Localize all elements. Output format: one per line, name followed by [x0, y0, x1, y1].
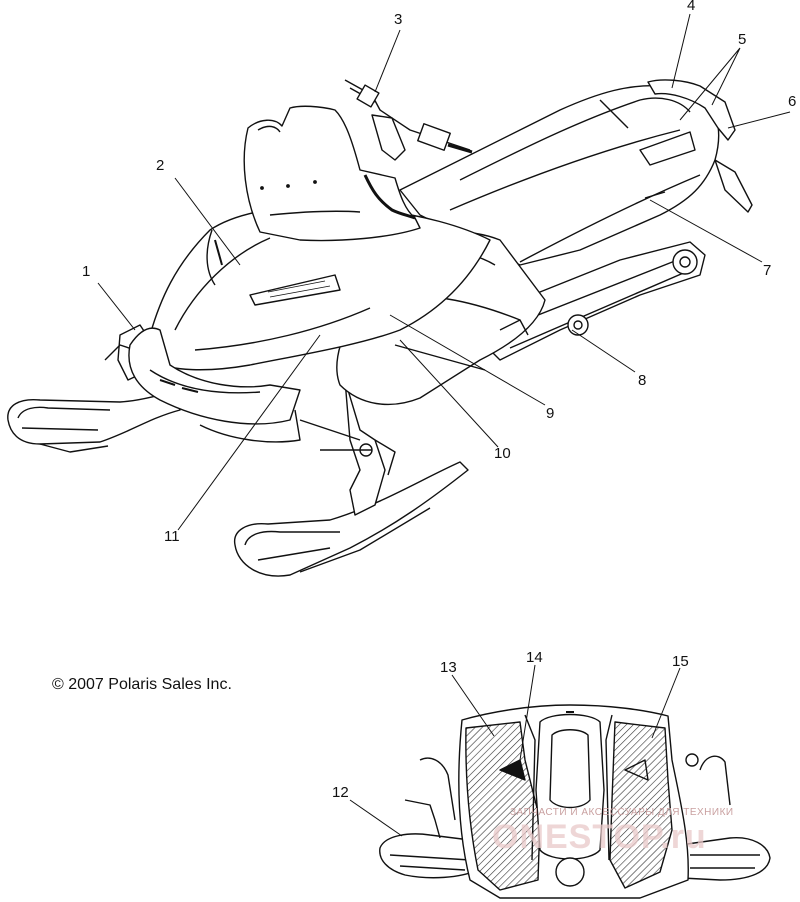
hood	[149, 205, 491, 371]
rear-bumper	[647, 79, 736, 141]
left-ski	[7, 393, 181, 453]
callout-leaders-bottom	[349, 664, 681, 837]
callout-9: 9	[546, 405, 554, 422]
callout-4: 4	[687, 0, 695, 14]
nose	[128, 327, 301, 443]
copyright-notice: © 2007 Polaris Sales Inc.	[52, 676, 232, 693]
callout-2: 2	[156, 157, 164, 174]
callout-11: 11	[164, 528, 180, 545]
callout-5: 5	[738, 31, 746, 48]
handlebars	[344, 79, 473, 161]
callout-13: 13	[440, 659, 457, 676]
watermark-logo: ONESTOP.ru	[492, 818, 707, 856]
callout-8: 8	[638, 372, 646, 389]
callout-labels: 1 2 3 4 5 6 7 8 9 10 11 12 13 14 15	[82, 0, 796, 801]
right-ski	[234, 461, 469, 577]
callout-3: 3	[394, 11, 402, 28]
snowflap	[714, 159, 753, 213]
watermark-tagline: ЗАПЧАСТИ И АКСЕССУАРЫ ДЛЯ ТЕХНИКИ	[510, 807, 734, 818]
callout-10: 10	[494, 445, 511, 462]
callout-14: 14	[526, 649, 543, 666]
hood-detail-view	[379, 704, 771, 899]
callout-leaders-top	[97, 13, 791, 531]
right-spindle	[344, 379, 386, 516]
callout-6: 6	[788, 93, 796, 110]
callout-1: 1	[82, 263, 90, 280]
windshield	[243, 105, 421, 242]
detail-left-ski	[379, 757, 479, 879]
decal-15-hatch	[609, 721, 673, 889]
detail-right-ski	[679, 753, 771, 881]
callout-15: 15	[672, 653, 689, 670]
callout-7: 7	[763, 262, 771, 279]
snowmobile-illustration	[7, 79, 753, 577]
seat-rear	[399, 85, 720, 266]
callout-12: 12	[332, 784, 349, 801]
